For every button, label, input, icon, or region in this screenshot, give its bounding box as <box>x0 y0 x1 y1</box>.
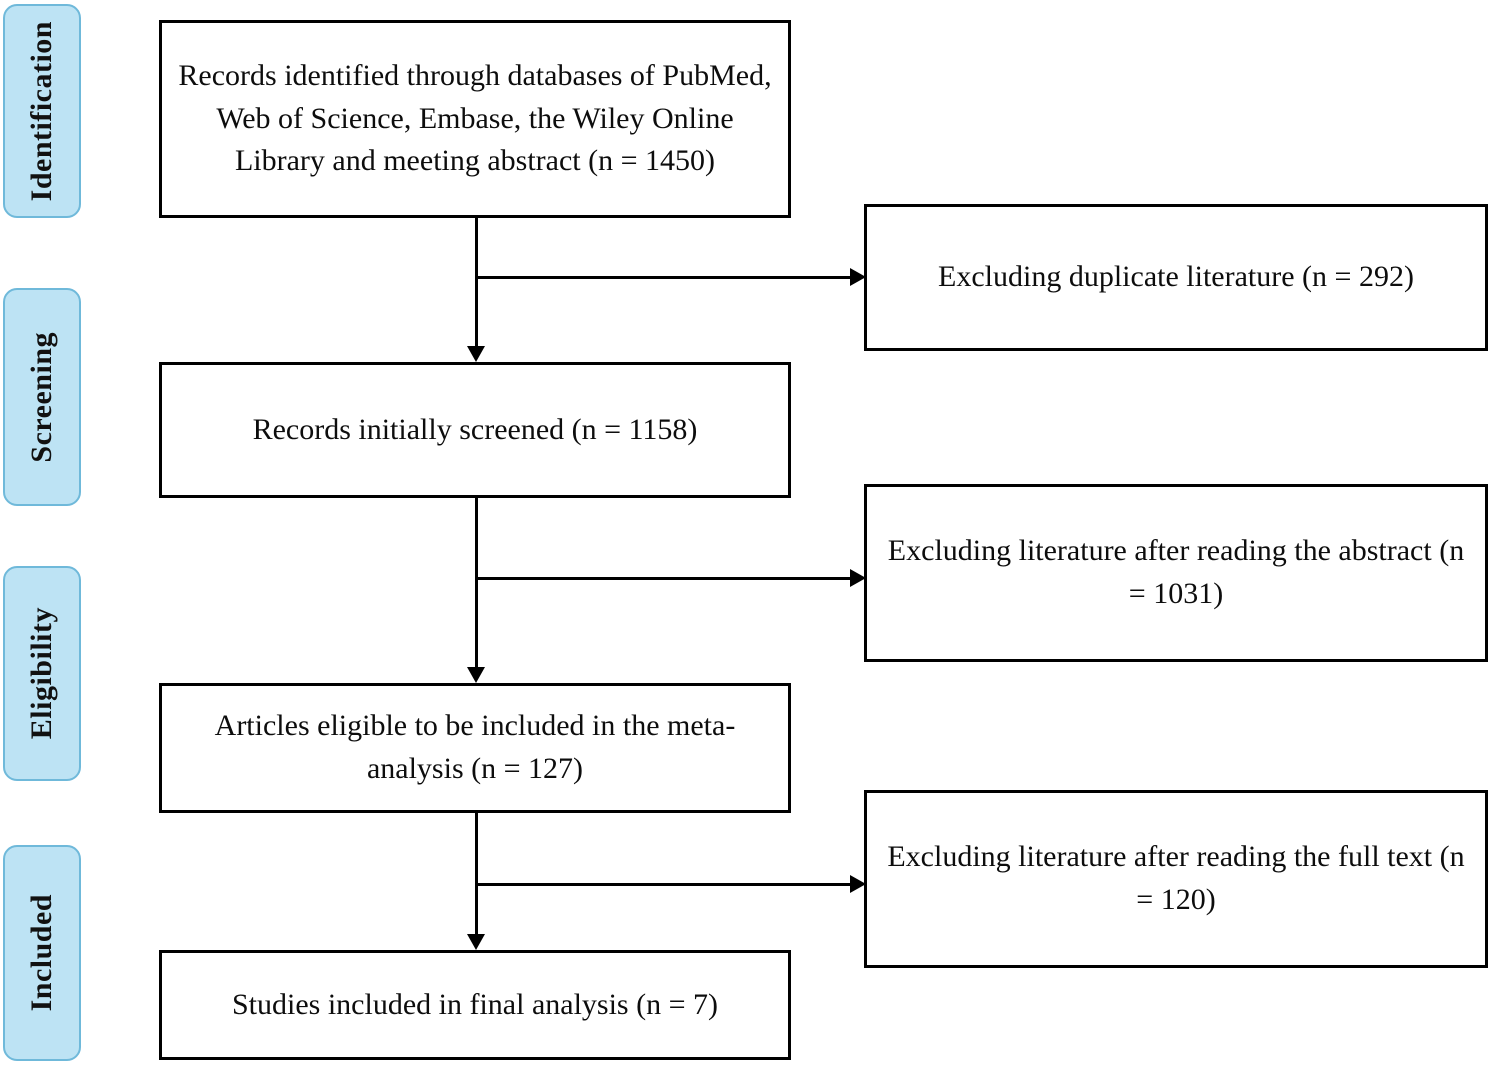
flow-box-records-identified-text: Records identified through databases of … <box>178 59 772 178</box>
stage-tab-identification-label: Identification <box>25 20 58 202</box>
stage-tab-screening: Screening <box>3 288 81 506</box>
flow-box-excluding-fulltext: Excluding literature after reading the f… <box>864 790 1488 968</box>
flow-box-excluding-abstract-text: Excluding literature after reading the a… <box>887 534 1465 610</box>
flow-box-studies-included-text: Studies included in final analysis (n = … <box>231 987 718 1021</box>
stage-tab-included: Included <box>3 845 81 1061</box>
stage-tab-included-label: Included <box>25 894 58 1012</box>
arrow-right-1 <box>850 268 866 286</box>
connector-vertical-1 <box>475 218 478 346</box>
connector-branch-1 <box>475 276 855 279</box>
arrow-right-2 <box>850 569 866 587</box>
arrow-down-2 <box>467 667 485 683</box>
stage-tab-eligibility-label: Eligibility <box>25 607 58 740</box>
arrow-right-3 <box>850 875 866 893</box>
connector-vertical-3 <box>475 813 478 934</box>
flow-box-studies-included: Studies included in final analysis (n = … <box>159 950 791 1060</box>
stage-tab-eligibility: Eligibility <box>3 566 81 781</box>
arrow-down-1 <box>467 346 485 362</box>
connector-branch-3 <box>475 883 855 886</box>
connector-vertical-2 <box>475 498 478 667</box>
flow-box-records-identified: Records identified through databases of … <box>159 20 791 218</box>
flow-box-records-screened-text: Records initially screened (n = 1158) <box>252 412 698 446</box>
flow-box-articles-eligible: Articles eligible to be included in the … <box>159 683 791 813</box>
flow-box-articles-eligible-text: Articles eligible to be included in the … <box>214 709 736 785</box>
flow-box-excluding-duplicates-text: Excluding duplicate literature (n = 292) <box>938 260 1414 294</box>
flow-box-excluding-fulltext-text: Excluding literature after reading the f… <box>887 840 1465 916</box>
flow-box-excluding-abstract: Excluding literature after reading the a… <box>864 484 1488 662</box>
arrow-down-3 <box>467 934 485 950</box>
stage-tab-screening-label: Screening <box>25 331 58 463</box>
flow-box-excluding-duplicates: Excluding duplicate literature (n = 292) <box>864 204 1488 351</box>
flow-box-records-screened: Records initially screened (n = 1158) <box>159 362 791 498</box>
stage-tab-identification: Identification <box>3 4 81 218</box>
connector-branch-2 <box>475 577 855 580</box>
